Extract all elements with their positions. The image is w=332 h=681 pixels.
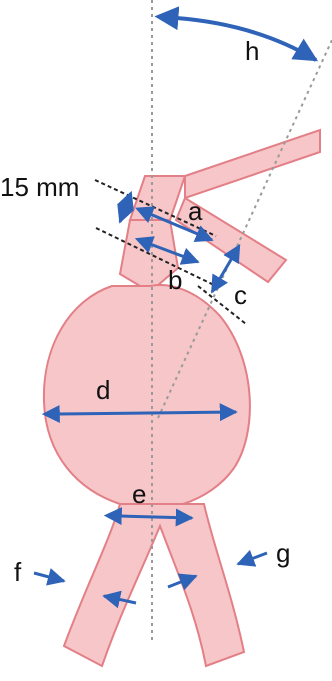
- label-g: g: [276, 538, 290, 568]
- aneurysm-sac: [44, 285, 250, 509]
- label-f: f: [14, 557, 22, 587]
- arrow-g-outer: [238, 553, 267, 564]
- label-d: d: [96, 375, 110, 405]
- arrow-c: [212, 258, 232, 292]
- label-c: c: [234, 280, 247, 310]
- label-h: h: [245, 36, 259, 66]
- iliac-arteries: [64, 504, 244, 666]
- upper-renal-branch: [185, 130, 320, 198]
- label-15mm: 15 mm: [0, 172, 79, 202]
- label-e: e: [132, 479, 146, 509]
- arrow-d: [58, 412, 236, 414]
- arrow-f-outer: [34, 573, 64, 581]
- label-b: b: [168, 265, 182, 295]
- label-a: a: [188, 196, 203, 226]
- vessel-body: [44, 130, 320, 666]
- suprarenal-aorta: [130, 176, 185, 220]
- arrow-15mm: [120, 206, 126, 222]
- arrow-e: [120, 516, 192, 518]
